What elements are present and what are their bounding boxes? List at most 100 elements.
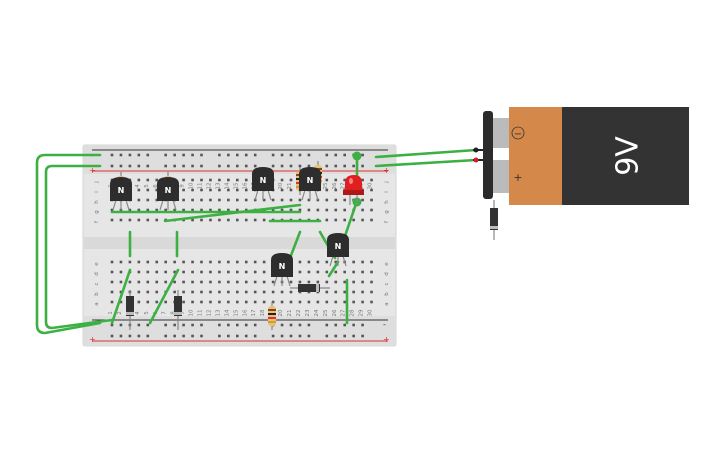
breadboard-hole[interactable]	[137, 188, 141, 192]
breadboard-hole[interactable]	[370, 178, 373, 182]
breadboard-hole[interactable]	[119, 260, 123, 264]
rail-hole[interactable]	[164, 334, 167, 338]
rail-hole[interactable]	[173, 153, 176, 157]
breadboard-hole[interactable]	[209, 198, 212, 202]
rail-hole[interactable]	[271, 334, 275, 338]
breadboard-hole[interactable]	[271, 290, 275, 294]
breadboard-hole[interactable]	[343, 280, 346, 284]
breadboard-hole[interactable]	[236, 178, 239, 182]
rail-hole[interactable]	[361, 323, 364, 327]
breadboard-hole[interactable]	[128, 218, 132, 222]
breadboard-hole[interactable]	[316, 208, 320, 212]
breadboard-hole[interactable]	[289, 178, 293, 182]
wires[interactable]	[35, 148, 478, 335]
breadboard-hole[interactable]	[325, 270, 329, 274]
breadboard-hole[interactable]	[352, 290, 355, 294]
breadboard-hole[interactable]	[271, 208, 275, 212]
breadboard-hole[interactable]	[280, 188, 284, 192]
breadboard-hole[interactable]	[119, 300, 123, 304]
rail-hole[interactable]	[307, 334, 311, 338]
breadboard-hole[interactable]	[244, 290, 248, 294]
rail-hole[interactable]	[200, 334, 203, 338]
breadboard-hole[interactable]	[361, 280, 364, 284]
breadboard-hole[interactable]	[370, 208, 373, 212]
breadboard-hole[interactable]	[227, 260, 230, 264]
rail-hole[interactable]	[334, 164, 338, 168]
breadboard-hole[interactable]	[253, 218, 257, 222]
breadboard-hole[interactable]	[289, 300, 293, 304]
breadboard-hole[interactable]	[128, 280, 132, 284]
breadboard-hole[interactable]	[343, 300, 346, 304]
breadboard-hole[interactable]	[146, 290, 150, 294]
rail-hole[interactable]	[182, 153, 185, 157]
rail-hole[interactable]	[289, 153, 293, 157]
breadboard-hole[interactable]	[218, 260, 221, 264]
breadboard-hole[interactable]	[325, 280, 329, 284]
breadboard-hole[interactable]	[218, 218, 221, 222]
breadboard-hole[interactable]	[361, 198, 364, 202]
breadboard-hole[interactable]	[182, 260, 185, 264]
breadboard-hole[interactable]	[244, 198, 248, 202]
rail-hole[interactable]	[137, 334, 141, 338]
breadboard-hole[interactable]	[209, 280, 212, 284]
breadboard-hole[interactable]	[155, 270, 159, 274]
breadboard-hole[interactable]	[271, 300, 275, 304]
breadboard-hole[interactable]	[218, 178, 221, 182]
rail-hole[interactable]	[280, 153, 284, 157]
breadboard-hole[interactable]	[191, 270, 194, 274]
rail-hole[interactable]	[137, 164, 141, 168]
rail-hole[interactable]	[289, 164, 293, 168]
breadboard-hole[interactable]	[262, 198, 266, 202]
breadboard-hole[interactable]	[262, 300, 266, 304]
breadboard-hole[interactable]	[289, 208, 293, 212]
rail-hole[interactable]	[253, 164, 257, 168]
breadboard-hole[interactable]	[316, 260, 320, 264]
breadboard-hole[interactable]	[343, 218, 346, 222]
breadboard-hole[interactable]	[244, 188, 248, 192]
breadboard-hole[interactable]	[155, 208, 159, 212]
breadboard-hole[interactable]	[334, 260, 338, 264]
breadboard-hole[interactable]	[200, 218, 203, 222]
breadboard-hole[interactable]	[361, 300, 364, 304]
rail-hole[interactable]	[173, 334, 176, 338]
breadboard-hole[interactable]	[271, 280, 275, 284]
rail-hole[interactable]	[227, 323, 230, 327]
breadboard-hole[interactable]	[289, 280, 293, 284]
rail-hole[interactable]	[236, 334, 239, 338]
rail-hole[interactable]	[200, 153, 203, 157]
breadboard-hole[interactable]	[137, 178, 141, 182]
breadboard-hole[interactable]	[244, 208, 248, 212]
rail-hole[interactable]	[164, 323, 167, 327]
breadboard-hole[interactable]	[146, 260, 150, 264]
breadboard-hole[interactable]	[325, 198, 329, 202]
breadboard-hole[interactable]	[352, 280, 355, 284]
rail-hole[interactable]	[227, 334, 230, 338]
rail-hole[interactable]	[298, 323, 302, 327]
breadboard-hole[interactable]	[227, 208, 230, 212]
breadboard-hole[interactable]	[155, 198, 159, 202]
rail-hole[interactable]	[289, 334, 293, 338]
rail-hole[interactable]	[244, 334, 248, 338]
rail-hole[interactable]	[334, 323, 338, 327]
breadboard-hole[interactable]	[137, 280, 141, 284]
breadboard-hole[interactable]	[361, 270, 364, 274]
rail-hole[interactable]	[218, 164, 221, 168]
rail-hole[interactable]	[191, 334, 194, 338]
breadboard-hole[interactable]	[155, 260, 159, 264]
rail-hole[interactable]	[244, 164, 248, 168]
breadboard-hole[interactable]	[244, 280, 248, 284]
breadboard-hole[interactable]	[164, 300, 167, 304]
breadboard-hole[interactable]	[262, 260, 266, 264]
breadboard-hole[interactable]	[227, 280, 230, 284]
breadboard-hole[interactable]	[227, 270, 230, 274]
breadboard-hole[interactable]	[325, 290, 329, 294]
breadboard-hole[interactable]	[128, 260, 132, 264]
breadboard-hole[interactable]	[236, 188, 239, 192]
breadboard-hole[interactable]	[137, 300, 141, 304]
breadboard-hole[interactable]	[253, 270, 257, 274]
breadboard-hole[interactable]	[146, 198, 150, 202]
breadboard-hole[interactable]	[280, 198, 284, 202]
breadboard-hole[interactable]	[334, 198, 338, 202]
breadboard-hole[interactable]	[191, 260, 194, 264]
rail-hole[interactable]	[361, 153, 364, 157]
